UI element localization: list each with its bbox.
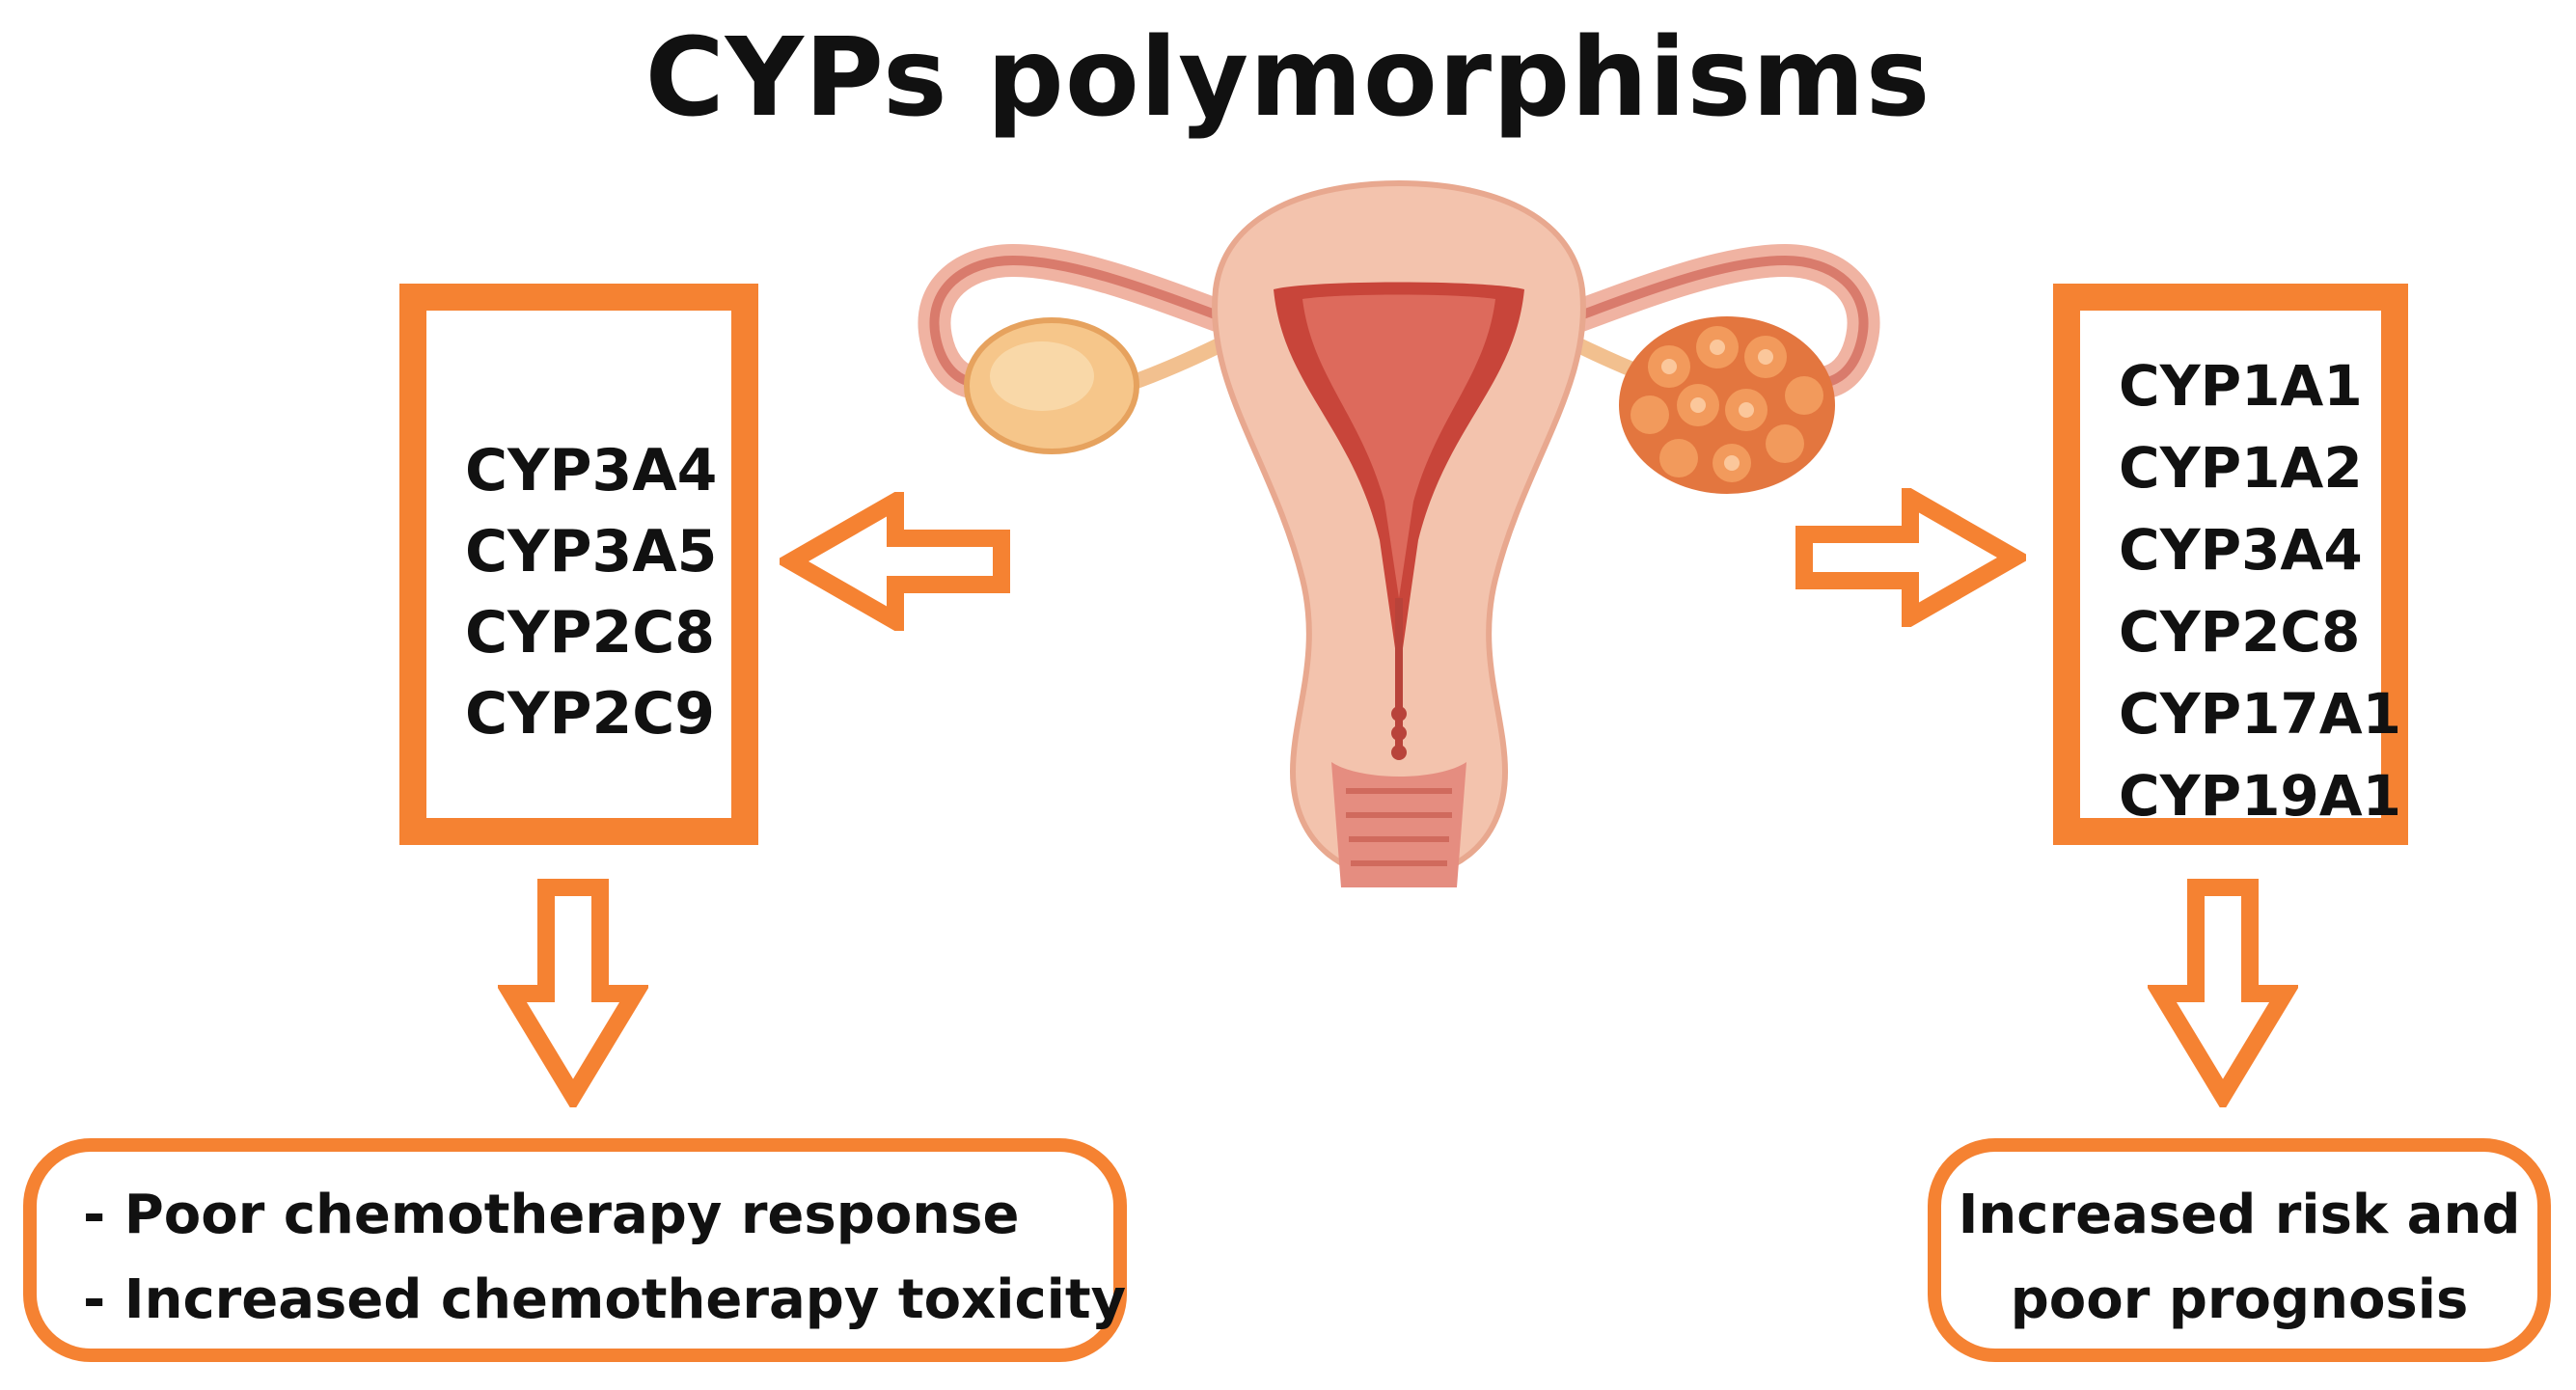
- left-outcome-line: - Increased chemotherapy toxicity: [83, 1268, 1127, 1331]
- right-gene-list: CYP1A1 CYP1A2 CYP3A4 CYP2C8 CYP17A1 CYP1…: [2080, 345, 2402, 837]
- right-outcome-line: poor prognosis: [2010, 1268, 2469, 1331]
- left-gene-box: CYP3A4 CYP3A5 CYP2C8 CYP2C9: [399, 284, 758, 845]
- uterus-illustration: [918, 179, 1880, 887]
- right-ovary-tumor: [1619, 316, 1835, 494]
- right-gene-item: CYP2C8: [2119, 599, 2361, 665]
- left-gene-item: CYP3A5: [465, 518, 718, 586]
- right-gene-item: CYP19A1: [2119, 763, 2402, 829]
- right-down-arrow-icon: [2148, 879, 2298, 1107]
- right-gene-item: CYP17A1: [2119, 681, 2402, 747]
- vagina: [1331, 762, 1466, 887]
- right-arrow-icon: [1795, 488, 2026, 627]
- left-gene-item: CYP2C9: [465, 680, 715, 748]
- left-down-arrow-icon: [498, 879, 648, 1107]
- left-outcome-line: - Poor chemotherapy response: [83, 1184, 1020, 1246]
- right-gene-item: CYP1A2: [2119, 435, 2363, 501]
- right-gene-box: CYP1A1 CYP1A2 CYP3A4 CYP2C8 CYP17A1 CYP1…: [2053, 284, 2408, 845]
- left-gene-list: CYP3A4 CYP3A5 CYP2C8 CYP2C9: [426, 430, 731, 754]
- left-outcome-box: - Poor chemotherapy response - Increased…: [23, 1138, 1127, 1362]
- right-gene-item: CYP1A1: [2119, 353, 2363, 419]
- right-outcome-box: Increased risk and poor prognosis: [1928, 1138, 2551, 1362]
- diagram-title: CYPs polymorphisms: [644, 15, 1932, 141]
- right-gene-item: CYP3A4: [2119, 517, 2363, 583]
- left-arrow-icon: [780, 492, 1010, 631]
- right-outcome-line: Increased risk and: [1958, 1184, 2521, 1246]
- left-gene-item: CYP3A4: [465, 437, 718, 504]
- left-gene-item: CYP2C8: [465, 599, 715, 667]
